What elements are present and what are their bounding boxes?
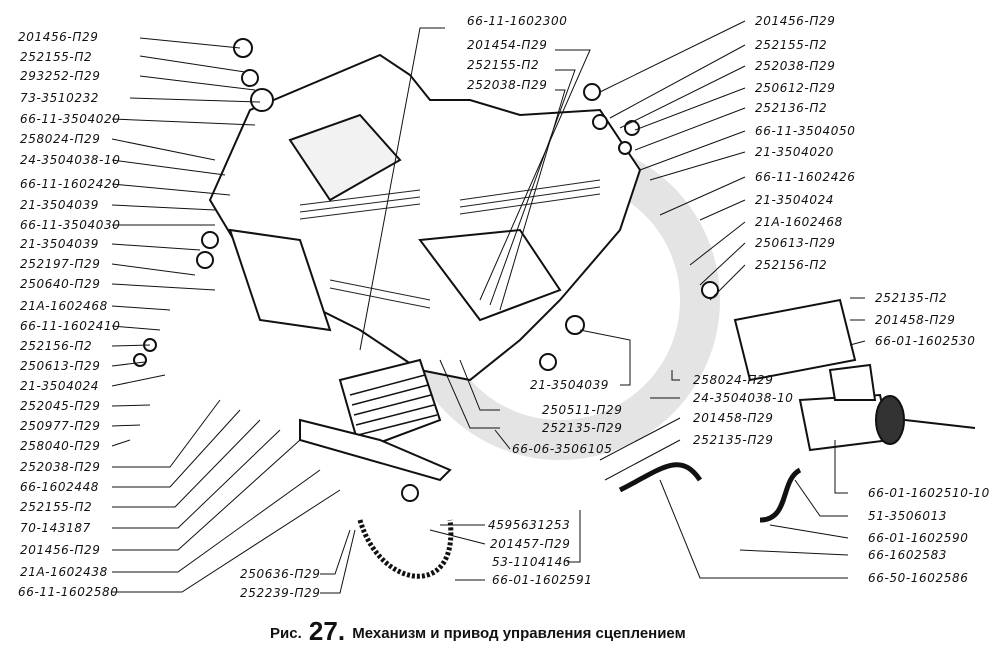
part-label: 250511-П29 [542, 403, 623, 417]
part-label: 21А-1602438 [20, 565, 108, 579]
part-label: 201456-П29 [755, 14, 836, 28]
part-label: 66-11-3504030 [20, 218, 121, 232]
part-label: 70-143187 [20, 521, 91, 535]
part-label: 201458-П29 [693, 411, 774, 425]
figure-caption: Рис. 27. Механизм и привод управления сц… [270, 616, 686, 647]
part-label: 252136-П2 [755, 101, 828, 115]
part-label: 258040-П29 [20, 439, 101, 453]
part-label: 66-01-1602591 [492, 573, 593, 587]
part-label: 66-11-1602420 [20, 177, 121, 191]
part-label: 252155-П2 [467, 58, 540, 72]
part-label: 252135-П29 [693, 433, 774, 447]
part-label: 252239-П29 [240, 586, 321, 600]
figure-title: Механизм и привод управления сцеплением [352, 625, 686, 642]
part-label: 66-01-1602590 [868, 531, 969, 545]
part-label: 51-3506013 [868, 509, 948, 523]
fasteners [133, 38, 719, 502]
part-label: 66-11-1602426 [755, 170, 856, 184]
part-label: 252155-П2 [755, 38, 828, 52]
part-label: 201454-П29 [467, 38, 548, 52]
part-label: 4595631253 [488, 518, 571, 532]
part-label: 66-11-3504020 [20, 112, 121, 126]
figure-prefix: Рис. [270, 625, 302, 642]
part-label: 252135-П29 [542, 421, 623, 435]
part-label: 252197-П29 [20, 257, 101, 271]
part-label: 24-3504038-10 [20, 153, 121, 167]
part-label: 258024-П29 [20, 132, 101, 146]
part-label: 66-06-3506105 [512, 442, 613, 456]
part-label: 201457-П29 [490, 537, 571, 551]
part-label: 24-3504038-10 [693, 391, 794, 405]
part-label: 21-3504024 [20, 379, 100, 393]
pedal-bracket-housing [208, 53, 642, 382]
part-label: 66-01-1602510-10 [868, 486, 990, 500]
part-label: 250613-П29 [20, 359, 101, 373]
part-label: 250613-П29 [755, 236, 836, 250]
part-label: 258024-П29 [693, 373, 774, 387]
part-label: 201456-П29 [18, 30, 99, 44]
part-label: 21А-1602468 [755, 215, 843, 229]
part-label: 21-3504039 [20, 198, 100, 212]
part-label: 21-3504024 [755, 193, 835, 207]
part-label: 21-3504039 [20, 237, 100, 251]
part-label: 53-1104146 [492, 555, 572, 569]
part-label: 201456-П29 [20, 543, 101, 557]
part-label: 21-3504039 [530, 378, 610, 392]
housing-hatching [299, 179, 601, 309]
part-label: 252038-П29 [755, 59, 836, 73]
master-cylinder [798, 363, 976, 452]
part-label: 252155-П2 [20, 500, 93, 514]
part-label: 21А-1602468 [20, 299, 108, 313]
part-label: 250612-П29 [755, 81, 836, 95]
part-label: 66-50-1602586 [868, 571, 969, 585]
pedal-pad-ribs [349, 374, 438, 436]
part-label: 66-11-3504050 [755, 124, 856, 138]
part-label: 252156-П2 [755, 258, 828, 272]
part-label: 66-01-1602530 [875, 334, 976, 348]
part-label: 66-11-1602410 [20, 319, 121, 333]
part-label: 252156-П2 [20, 339, 93, 353]
part-label: 250636-П29 [240, 567, 321, 581]
part-label: 201458-П29 [875, 313, 956, 327]
figure-number: 27. [308, 616, 346, 646]
part-label: 66-11-1602580 [18, 585, 119, 599]
part-label: 66-1602448 [20, 480, 100, 494]
cover-plate [733, 298, 857, 382]
part-label: 66-1602583 [868, 548, 948, 562]
part-label: 73-3510232 [20, 91, 100, 105]
part-label: 21-3504020 [755, 145, 835, 159]
part-label: 66-11-1602300 [467, 14, 568, 28]
part-label: 252038-П29 [467, 78, 548, 92]
part-label: 293252-П29 [20, 69, 101, 83]
part-label: 252038-П29 [20, 460, 101, 474]
part-label: 252155-П2 [20, 50, 93, 64]
part-label: 250977-П29 [20, 419, 101, 433]
part-label: 250640-П29 [20, 277, 101, 291]
hoses [357, 462, 802, 579]
part-label: 252045-П29 [20, 399, 101, 413]
part-label: 252135-П2 [875, 291, 948, 305]
leader-lines [111, 20, 866, 594]
